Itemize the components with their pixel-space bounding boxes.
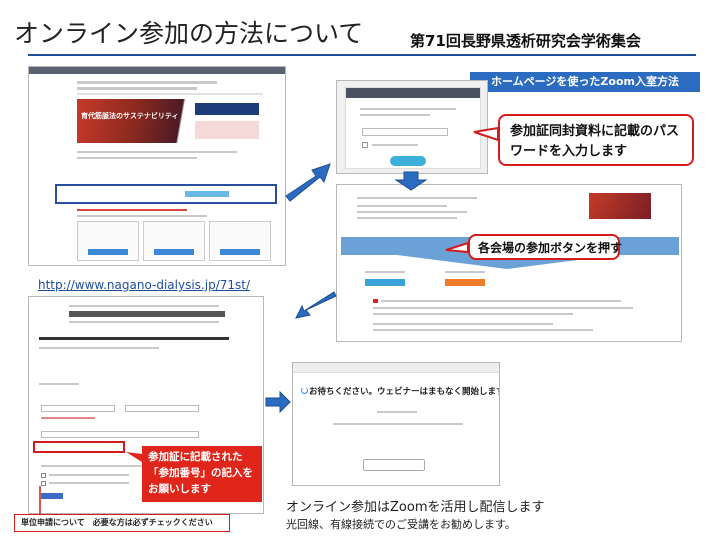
nav-card[interactable] — [77, 221, 139, 261]
unit-application-note: 単位申請について 必要な方は必ずチェックください — [14, 514, 230, 532]
session-title-block — [39, 337, 229, 340]
join-hero-image — [589, 193, 651, 219]
form-section-line — [39, 383, 79, 385]
form-subtitle-line — [69, 321, 219, 323]
homepage-screenshot: 育代筋脈法のサステナビリティ — [28, 66, 286, 266]
form-header-line — [69, 305, 219, 307]
header-line — [77, 87, 197, 90]
nav-card[interactable] — [143, 221, 205, 261]
hall1-label-line — [365, 271, 405, 273]
dialog-text-line — [360, 114, 430, 116]
event-date-block — [195, 103, 259, 115]
online-entry-button[interactable] — [185, 191, 229, 197]
notice-line — [373, 329, 593, 331]
checkbox-label-line — [49, 482, 129, 484]
checkbox-header-line — [41, 465, 161, 467]
online-entry-highlight — [55, 184, 277, 204]
session-name-line — [333, 423, 463, 425]
hall2-join-button[interactable] — [445, 279, 485, 286]
waiting-message: お待ちください。ウェビナーはまもなく開始します。 — [309, 387, 500, 397]
password-submit-button[interactable] — [390, 156, 426, 166]
dialog-header-bar — [346, 88, 480, 98]
first-name-input[interactable] — [125, 405, 199, 412]
hero-text: 育代筋脈法のサステナビリティ — [81, 112, 179, 120]
nav-card[interactable] — [209, 221, 271, 261]
join-button-callout: 各会場の参加ボタンを押す — [468, 234, 622, 260]
hall2-label-line — [445, 271, 485, 273]
notice-line — [373, 323, 553, 325]
waiting-room-screenshot: お待ちください。ウェビナーはまもなく開始します。 — [292, 362, 500, 486]
nav-line — [77, 93, 263, 95]
required-note-line — [41, 417, 95, 419]
notice-marker — [373, 299, 378, 303]
notice-line — [77, 209, 187, 211]
header-line — [77, 81, 217, 84]
text-line — [77, 151, 237, 153]
organization-title: 第71回長野県透析研究会学術集会 — [410, 32, 641, 50]
participant-number-callout: 参加証に記載された「参加番号」の記入をお願いします — [142, 446, 262, 502]
session-info-line — [39, 347, 159, 349]
join-page-screenshot — [336, 184, 682, 342]
flow-arrow-down-left — [295, 291, 337, 319]
checkbox-label-line — [49, 474, 129, 476]
page-text-line — [357, 217, 457, 219]
email-input[interactable] — [41, 431, 199, 438]
window-title-bar — [293, 363, 499, 373]
page-text-line — [357, 205, 447, 207]
participant-number-field-highlight[interactable] — [33, 441, 125, 453]
page-text-line — [357, 197, 477, 199]
event-info-block — [195, 121, 259, 139]
password-callout: 参加証同封資料に記載のパスワードを入力します — [498, 114, 694, 166]
notice-line — [381, 300, 621, 302]
footer-line-1: オンライン参加はZoomを活用し配信します — [286, 500, 545, 515]
homepage-hero-banner: 育代筋脈法のサステナビリティ — [77, 99, 263, 143]
page-title: オンライン参加の方法について — [14, 19, 364, 48]
test-speaker-button[interactable] — [363, 459, 425, 471]
dialog-text-line — [360, 108, 456, 110]
notice-line — [373, 313, 573, 315]
hall1-join-button[interactable] — [365, 279, 405, 286]
password-input[interactable] — [362, 128, 448, 136]
unit-checkbox[interactable] — [41, 473, 46, 478]
text-line — [77, 157, 197, 159]
homepage-url-link[interactable]: http://www.nagano-dialysis.jp/71st/ — [38, 278, 251, 292]
section-tag: ホームページを使ったZoom入室方法 — [470, 72, 700, 92]
remember-checkbox[interactable] — [362, 142, 368, 148]
footer-line-2: 光回線、有線接続でのご受講をお勧めします。 — [286, 518, 516, 531]
last-name-input[interactable] — [41, 405, 115, 412]
notice-line — [373, 307, 633, 309]
flow-arrow-right — [285, 163, 331, 202]
loading-spinner-icon — [301, 387, 308, 394]
flow-arrow-right — [265, 390, 291, 414]
notice-line — [77, 215, 207, 217]
title-divider — [28, 54, 696, 56]
form-title-block — [69, 311, 225, 317]
page-text-line — [357, 211, 467, 213]
time-line — [377, 411, 417, 413]
unit-checkbox[interactable] — [41, 481, 46, 486]
register-button[interactable] — [41, 493, 63, 499]
checkbox-label-line — [372, 144, 418, 146]
password-dialog — [345, 87, 481, 169]
password-screenshot — [336, 80, 488, 174]
browser-bar — [29, 67, 285, 74]
